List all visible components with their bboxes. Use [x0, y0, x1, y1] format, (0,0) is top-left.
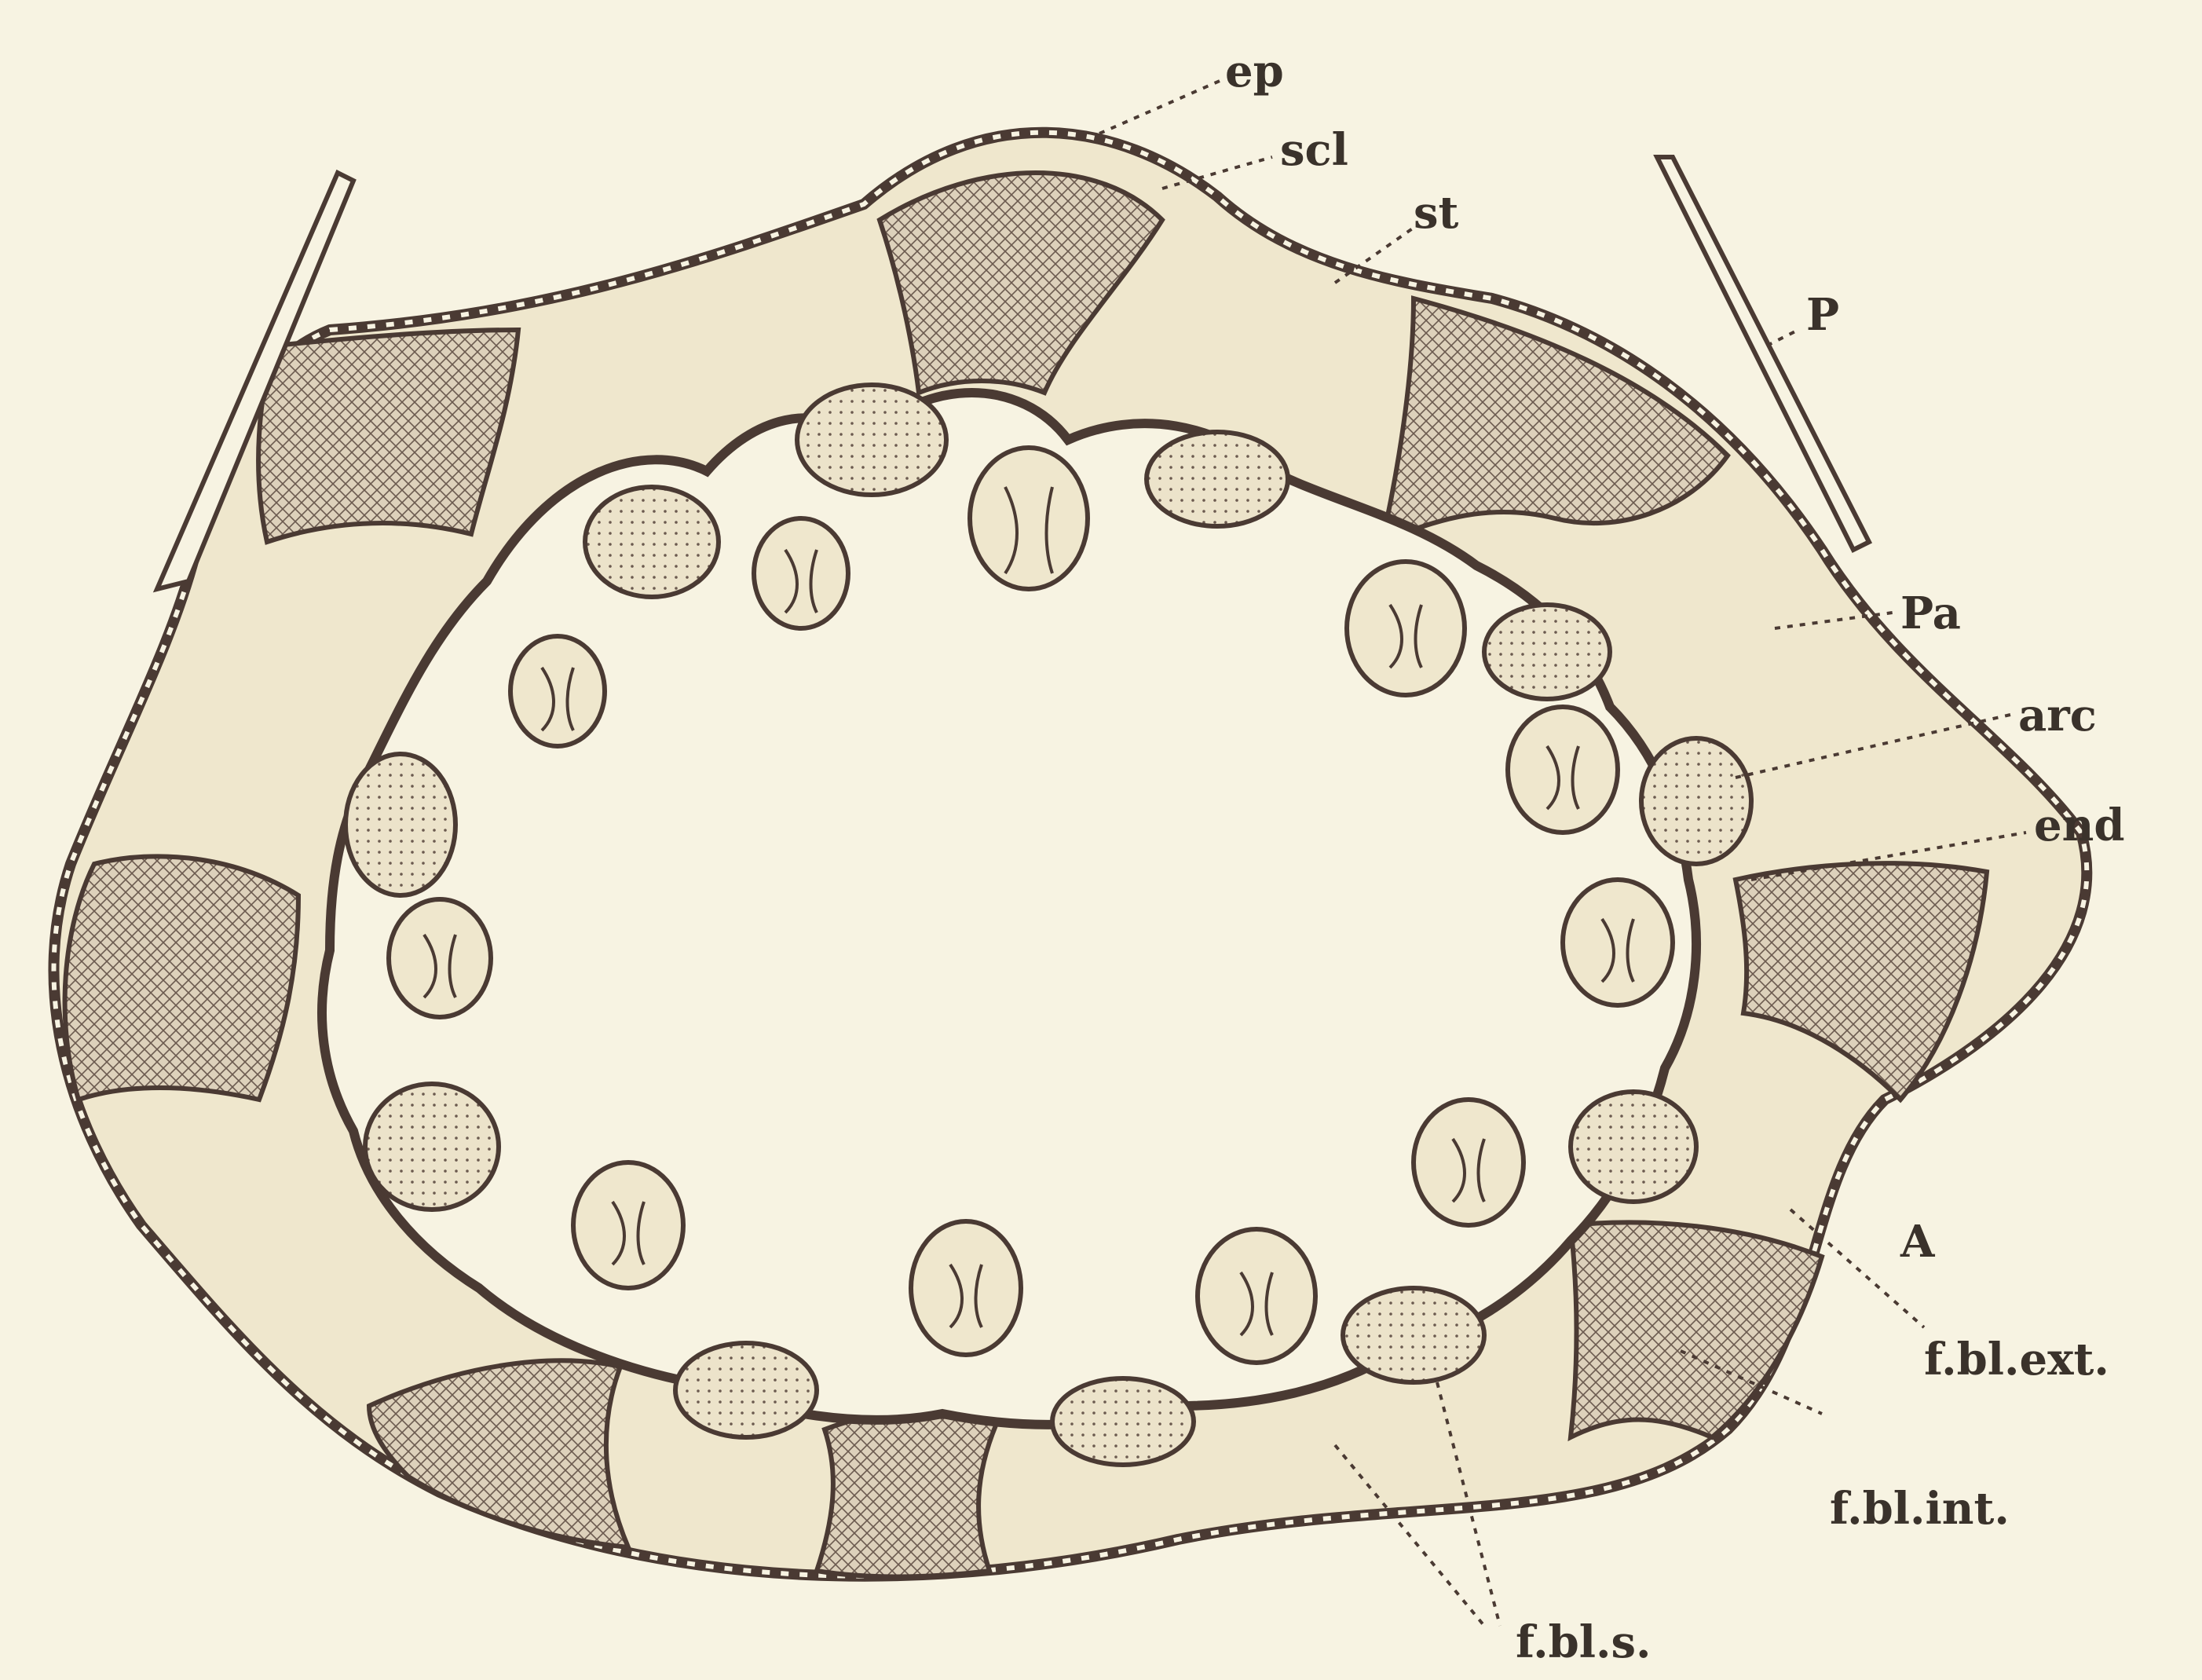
label-ep: ep — [1225, 46, 1284, 97]
label-st: st — [1414, 187, 1459, 239]
label-arc: arc — [2018, 690, 2097, 741]
label-p: P — [1806, 289, 1839, 341]
label-pa: Pa — [1900, 587, 1961, 639]
label-fbl-int: f.bl.int. — [1830, 1483, 2010, 1535]
label-fbl-ext: f.bl.ext. — [1924, 1334, 2109, 1385]
label-scl: scl — [1280, 124, 1348, 176]
label-end: end — [2034, 800, 2125, 851]
label-a: A — [1900, 1216, 1936, 1268]
label-fbl-s: f.bl.s. — [1516, 1616, 1652, 1668]
